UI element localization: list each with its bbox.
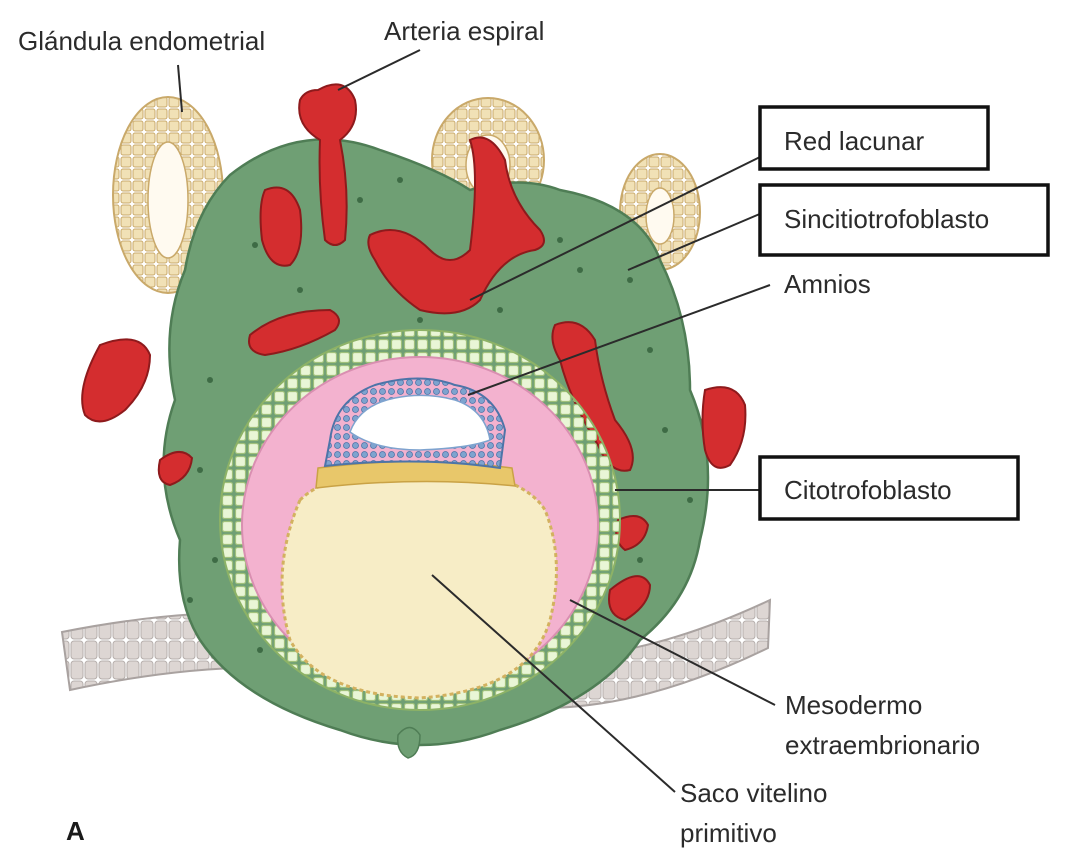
label-lacunar-network: Red lacunar: [784, 126, 925, 156]
lacunar-network: [81, 83, 747, 622]
label-endometrial-gland: Glándula endometrial: [18, 26, 265, 56]
leader-lacunar: [469, 155, 763, 301]
leader-artery: [337, 49, 421, 91]
amnion: [323, 377, 507, 470]
leader-yolk: [431, 574, 676, 793]
label-box-cytotrophoblast: Citotrofoblasto: [758, 455, 1020, 521]
leader-lines: [177, 49, 776, 793]
leader-mesoderm: [569, 599, 776, 706]
label-spiral-artery: Arteria espiral: [384, 16, 544, 46]
label-box-lacunar-network: Red lacunar: [758, 105, 990, 171]
label-yolk-line2: primitivo: [680, 818, 777, 848]
panel-letter: A: [66, 816, 85, 846]
coagulation-plug: [396, 726, 421, 759]
leader-amnion: [467, 284, 771, 396]
leader-syncytio: [627, 212, 763, 271]
label-mesoderm-line2: extraembrionario: [785, 730, 980, 760]
label-amnion: Amnios: [784, 269, 871, 299]
label-yolk-line1: Saco vitelino: [680, 778, 827, 808]
leader-gland: [177, 64, 183, 113]
label-box-syncytiotrophoblast: Sincitiotrofoblasto: [758, 183, 1050, 257]
label-syncytiotrophoblast: Sincitiotrofoblasto: [784, 204, 989, 234]
label-cytotrophoblast: Citotrofoblasto: [784, 475, 952, 505]
primitive-yolk-sac: [280, 466, 558, 700]
label-mesoderm-line1: Mesodermo: [785, 690, 922, 720]
